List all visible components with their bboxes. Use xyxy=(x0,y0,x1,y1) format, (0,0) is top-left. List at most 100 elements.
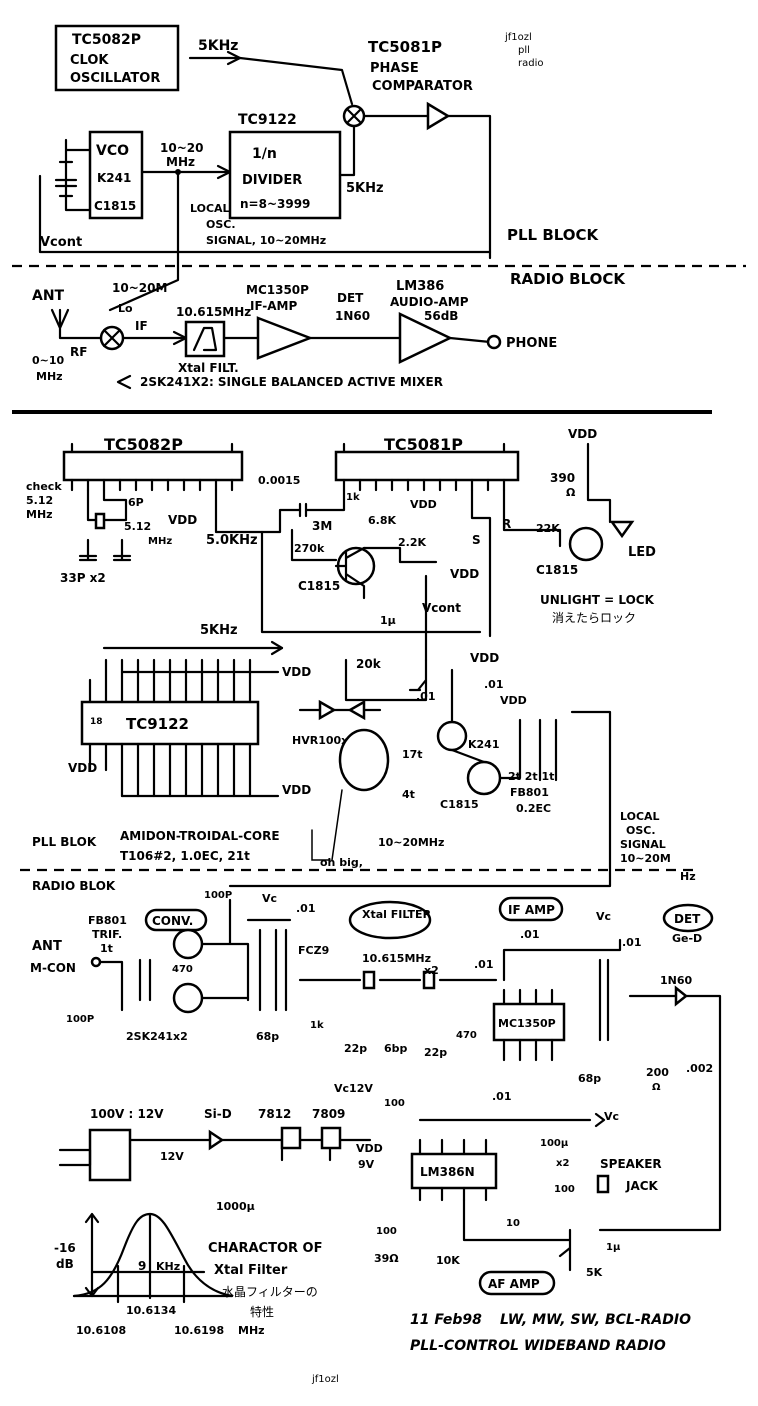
pin-s: S xyxy=(472,533,481,547)
tc5082p-pins xyxy=(70,478,234,492)
filter-high: 10.6198 xyxy=(174,1324,224,1337)
phone-label: PHONE xyxy=(506,336,557,351)
det-tag-label: DET xyxy=(674,912,701,926)
fb801-label: FB801 xyxy=(510,786,549,799)
tc5081p-label: TC5081P xyxy=(384,435,463,454)
cap-01-b: .01 xyxy=(484,678,504,691)
ant-label: ANT xyxy=(32,288,65,304)
vc-if: Vc xyxy=(596,910,611,923)
tc9122-bottom-pins xyxy=(88,742,252,798)
res-39: 39Ω xyxy=(374,1252,399,1265)
cap-01-if3: .01 xyxy=(492,1090,512,1103)
det-diode-symbol xyxy=(674,985,689,1007)
af-amp-label: AF AMP xyxy=(488,1277,540,1291)
xtal-osc-wires xyxy=(86,488,128,522)
vdd-fb: VDD xyxy=(500,694,527,707)
cap-1u-vol: 1μ xyxy=(606,1242,621,1253)
q-c1815-leads xyxy=(334,546,366,600)
q-led-driver xyxy=(568,526,604,562)
phase-comp-part: TC5081P xyxy=(368,38,442,56)
osc-text: OSC. xyxy=(626,824,656,837)
radio-tag: radio xyxy=(518,58,543,69)
footer-title-1: LW, MW, SW, BCL-RADIO xyxy=(500,1312,691,1328)
fb801-trif: FB801 xyxy=(88,914,127,927)
vdd-tc5082: VDD xyxy=(168,513,197,527)
det-wire xyxy=(598,994,722,1232)
loop-filter-wire xyxy=(362,546,438,564)
phase-comp-line2: COMPARATOR xyxy=(372,79,473,94)
xtal-filter-label: Xtal FILT. xyxy=(178,361,239,375)
cap-01-if2: .01 xyxy=(622,936,642,949)
unlight-note-jp: 消えたらロック xyxy=(552,611,636,625)
xtal-filter-symbol xyxy=(192,326,218,352)
det-part: 1N60 xyxy=(335,309,370,323)
tc5082p-label: TC5082P xyxy=(104,435,183,454)
cap-33p: 33P x2 xyxy=(60,571,106,585)
ant-sch: ANT xyxy=(32,939,62,954)
cap-01-if: .01 xyxy=(520,928,540,941)
clock-osc-line1: CLOK xyxy=(70,53,109,68)
core-pointer xyxy=(311,789,343,861)
footer-signature: jf1ozl xyxy=(311,1374,339,1385)
transformer xyxy=(88,1128,132,1182)
if-amp-label: IF-AMP xyxy=(250,299,298,313)
ant-connector xyxy=(90,956,102,968)
filter-db-arrow xyxy=(84,1212,100,1298)
q-k241 xyxy=(436,720,468,752)
phase-comparator-cross xyxy=(345,107,363,125)
core-name: AMIDON-TROIDAL-CORE xyxy=(120,829,280,843)
ohm-390: Ω xyxy=(566,486,576,499)
phone-symbol xyxy=(486,334,502,350)
osc-range: 10~20MHz xyxy=(378,836,444,849)
tc5082p-chip xyxy=(62,450,244,482)
cap-100-gain: 100 xyxy=(376,1226,397,1237)
xtal-filter-tag xyxy=(348,900,432,940)
fcz9-label: FCZ9 xyxy=(298,944,329,957)
reg-7812: 7812 xyxy=(258,1107,291,1121)
rf-range-1: 0~10 xyxy=(32,354,65,367)
vco-bias-wire xyxy=(344,658,428,702)
cap-1u: 1μ xyxy=(380,614,396,627)
xtal-mhz: MHz xyxy=(148,536,172,547)
footer-title-2: PLL-CONTROL WIDEBAND RADIO xyxy=(410,1338,666,1354)
k241-label: K241 xyxy=(468,738,500,751)
vdd-9122-side: VDD xyxy=(68,761,97,775)
si-diode xyxy=(208,1129,225,1151)
audio-amp-part: LM386 xyxy=(396,279,444,294)
footer-date: 11 Feb98 xyxy=(410,1312,482,1328)
lo-feed-wire xyxy=(108,170,180,312)
coupling-cap xyxy=(298,488,346,518)
if-amp-triangle xyxy=(256,316,314,360)
phase-comp-line1: PHASE xyxy=(370,61,419,76)
si-d: Si-D xyxy=(204,1107,232,1121)
bus-5k: 5KHz xyxy=(200,623,238,638)
filter-title-1: CHARACTOR OF xyxy=(208,1241,322,1256)
vco-tuning-network xyxy=(38,138,492,254)
cap-1000u: 1000μ xyxy=(216,1200,255,1213)
led-symbol xyxy=(609,520,635,539)
vco-title: VCO xyxy=(96,143,129,159)
cap-100u: 100μ xyxy=(540,1138,569,1149)
mixer-fet-2 xyxy=(172,982,204,1014)
lm386-label: LM386N xyxy=(420,1165,475,1179)
vco-wires xyxy=(450,668,558,782)
res-1k-xtal: 1k xyxy=(310,1020,324,1031)
if-amp-tag-label: IF AMP xyxy=(508,903,555,917)
cap-100-out: 100 xyxy=(554,1184,575,1195)
switch-buses xyxy=(120,670,280,798)
filter-markers xyxy=(116,1212,186,1304)
vco-box xyxy=(88,130,144,220)
c1815-vco-label: C1815 xyxy=(440,798,479,811)
vco-t1: K241 xyxy=(97,171,131,185)
audio-amp-triangle xyxy=(398,312,453,364)
cap-0015: 0.0015 xyxy=(258,474,300,487)
lm386-pins xyxy=(418,1138,488,1202)
vdd-tc5081: VDD xyxy=(410,498,437,511)
ref-to-pc-wire xyxy=(214,488,302,534)
toroid-core xyxy=(338,728,390,792)
speaker-jack xyxy=(596,1174,610,1194)
loop-buffer-triangle xyxy=(426,101,451,131)
turns-17t: 17t xyxy=(402,748,423,761)
jack-label: JACK xyxy=(625,1179,659,1193)
footer: 11 Feb98 LW, MW, SW, BCL-RADIO PLL-CONTR… xyxy=(311,1312,691,1385)
